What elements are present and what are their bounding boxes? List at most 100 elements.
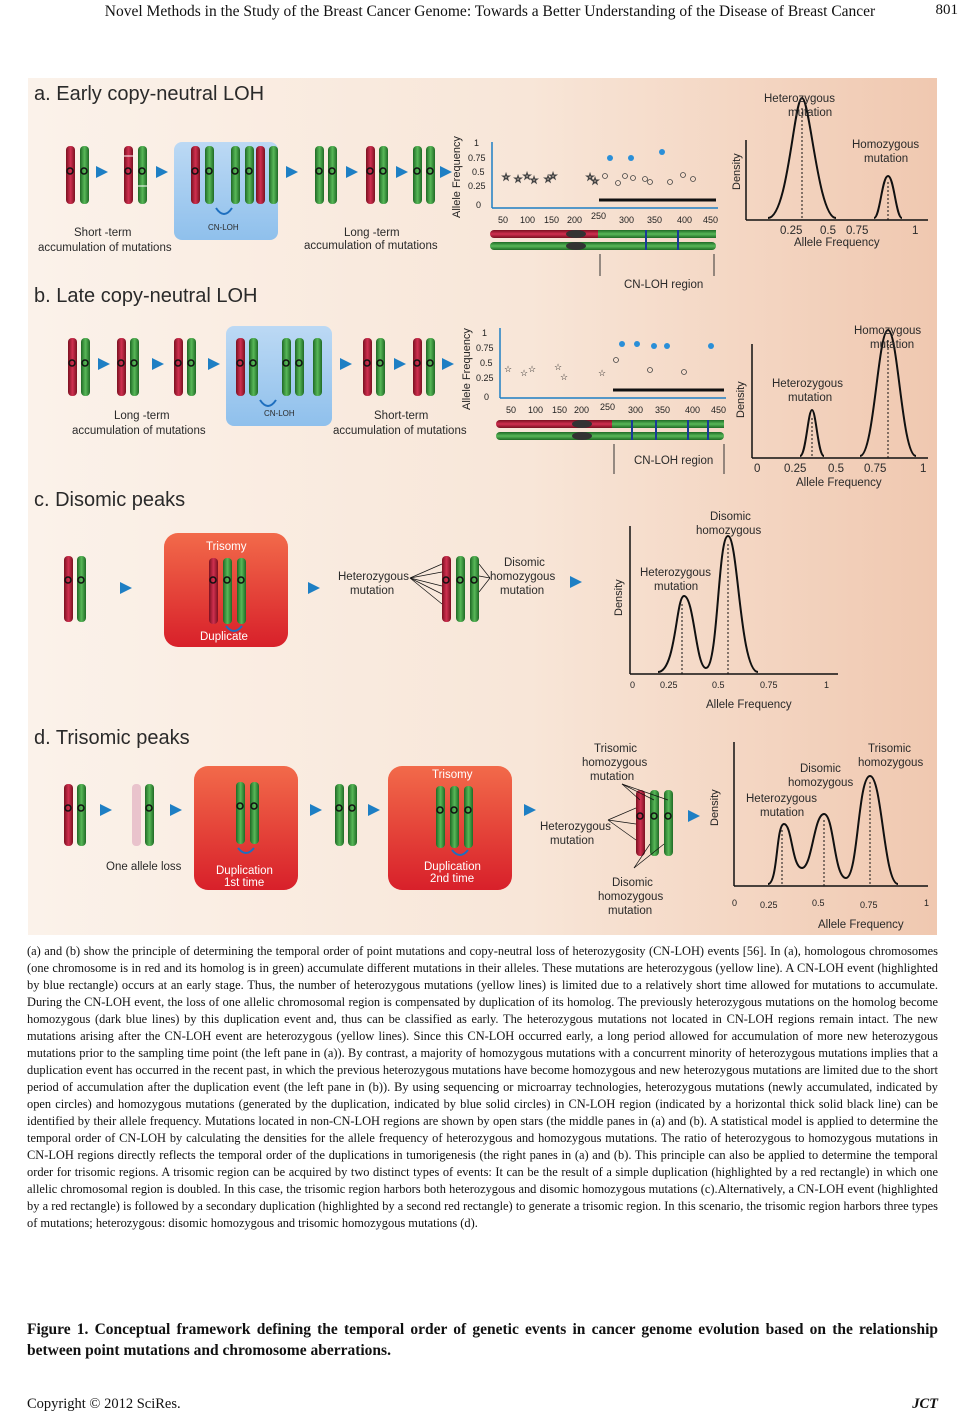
panel-d-peak-het-2: mutation bbox=[760, 807, 804, 819]
panel-c-arrow-1 bbox=[308, 582, 320, 594]
panel-a-cnloh-label: CN-LOH bbox=[208, 223, 239, 232]
svg-text:350: 350 bbox=[655, 405, 670, 415]
svg-text:0.5: 0.5 bbox=[828, 463, 844, 475]
svg-text:1: 1 bbox=[920, 463, 926, 475]
panel-b-arrows bbox=[98, 358, 454, 370]
panel-c-het-2: mutation bbox=[350, 585, 394, 597]
panel-b-short-label-1: Short-term bbox=[374, 410, 428, 422]
panel-d-dup2-2: 2nd time bbox=[430, 873, 474, 885]
panel-b-later-chromosomes bbox=[363, 338, 435, 396]
panel-a-genome-bars bbox=[490, 230, 716, 276]
panel-d-peak-dis-2: homozygous bbox=[788, 777, 853, 789]
panel-b-long-label-2: accumulation of mutations bbox=[72, 425, 206, 437]
svg-text:0.75: 0.75 bbox=[864, 463, 886, 475]
svg-text:450: 450 bbox=[711, 405, 726, 415]
panel-c-trisomy-chromosomes bbox=[209, 558, 246, 632]
panel-d-dis-3: mutation bbox=[608, 905, 652, 917]
panel-b-long-label-1: Long -term bbox=[114, 410, 170, 422]
svg-text:0: 0 bbox=[484, 392, 489, 402]
svg-text:☆: ☆ bbox=[520, 368, 528, 378]
panel-d-arrow-4 bbox=[524, 804, 536, 816]
svg-text:0: 0 bbox=[476, 200, 481, 210]
svg-text:0.75: 0.75 bbox=[476, 343, 494, 353]
panel-c-peak-dis-1: Disomic bbox=[710, 511, 751, 523]
panel-d-tri-2: homozygous bbox=[582, 757, 647, 769]
panel-b-short-label-2: accumulation of mutations bbox=[333, 425, 467, 437]
panel-d-tri-1: Trisomic bbox=[594, 743, 637, 755]
panel-a-hom-2: mutation bbox=[864, 153, 908, 165]
panel-c-chromosomes bbox=[64, 556, 132, 622]
panel-d-arrow-2 bbox=[310, 804, 322, 816]
svg-text:0.25: 0.25 bbox=[660, 680, 678, 690]
svg-text:0.75: 0.75 bbox=[846, 225, 868, 237]
journal-abbrev: JCT bbox=[912, 1396, 938, 1412]
panel-a-arrows bbox=[96, 166, 452, 178]
svg-text:150: 150 bbox=[552, 405, 567, 415]
svg-text:0.5: 0.5 bbox=[480, 358, 493, 368]
svg-text:0.5: 0.5 bbox=[820, 225, 836, 237]
svg-text:☆: ☆ bbox=[544, 174, 552, 184]
svg-text:☆: ☆ bbox=[586, 172, 594, 182]
panel-a-short-label-2: accumulation of mutations bbox=[38, 242, 172, 254]
panel-d-dis-2: homozygous bbox=[598, 891, 663, 903]
svg-text:☆: ☆ bbox=[530, 175, 538, 185]
svg-text:300: 300 bbox=[628, 405, 643, 415]
svg-text:1: 1 bbox=[824, 680, 829, 690]
panel-b-density-ylabel: Density bbox=[735, 381, 747, 418]
svg-text:☆: ☆ bbox=[528, 364, 536, 374]
svg-text:1: 1 bbox=[474, 138, 479, 148]
svg-text:0.75: 0.75 bbox=[468, 153, 486, 163]
panel-d-title: d. Trisomic peaks bbox=[34, 727, 190, 749]
panel-b-het-2: mutation bbox=[788, 392, 832, 404]
panel-b-hom-2: mutation bbox=[870, 339, 914, 351]
svg-text:450: 450 bbox=[703, 215, 718, 225]
panel-b-cnloh-chromosomes bbox=[236, 338, 322, 407]
svg-text:1: 1 bbox=[482, 328, 487, 338]
panel-c-arrow-2 bbox=[570, 576, 582, 588]
svg-text:0.25: 0.25 bbox=[468, 181, 486, 191]
panel-b-chromosomes bbox=[68, 338, 196, 396]
page-number: 801 bbox=[935, 2, 959, 18]
panel-a-het-1: Heterozygous bbox=[764, 93, 835, 105]
panel-d-mid-chromosomes bbox=[335, 784, 357, 846]
panel-d-dup2-chromosomes bbox=[436, 786, 473, 856]
panel-b-region-label: CN-LOH region bbox=[634, 455, 713, 467]
panel-d-dup1-1: Duplication bbox=[216, 865, 273, 877]
svg-text:100: 100 bbox=[520, 215, 535, 225]
svg-text:☆: ☆ bbox=[598, 368, 606, 378]
svg-text:0.5: 0.5 bbox=[472, 167, 485, 177]
panel-d-arrow-5 bbox=[688, 810, 700, 822]
panel-d-arrow-3 bbox=[368, 804, 380, 816]
panel-c-result-chromosomes bbox=[409, 556, 491, 622]
svg-text:0: 0 bbox=[630, 680, 635, 690]
panel-d-dup1-2: 1st time bbox=[224, 877, 264, 889]
panel-d-density-xlabel: Allele Frequency bbox=[818, 919, 904, 931]
panel-d-chromosomes bbox=[64, 784, 182, 846]
panel-b-scatter-ylabel: Allele Frequency bbox=[461, 328, 473, 410]
panel-c-het-1: Heterozygous bbox=[338, 571, 409, 583]
panel-a-later-chromosomes bbox=[256, 146, 435, 204]
svg-text:0.25: 0.25 bbox=[760, 900, 778, 910]
svg-text:250: 250 bbox=[600, 402, 615, 412]
panel-b-title: b. Late copy-neutral LOH bbox=[34, 285, 257, 307]
figure-title: Figure 1. Conceptual framework defining … bbox=[27, 1321, 938, 1359]
panel-c-title: c. Disomic peaks bbox=[34, 489, 185, 511]
svg-text:0.25: 0.25 bbox=[780, 225, 802, 237]
panel-a-density-ylabel: Density bbox=[731, 153, 743, 190]
svg-text:☆: ☆ bbox=[549, 171, 557, 181]
svg-text:250: 250 bbox=[591, 211, 606, 221]
svg-text:☆: ☆ bbox=[514, 174, 522, 184]
svg-text:400: 400 bbox=[685, 405, 700, 415]
panel-c-peak-dis-2: homozygous bbox=[696, 525, 761, 537]
panel-a-long-label-2: accumulation of mutations bbox=[304, 240, 438, 252]
copyright: Copyright © 2012 SciRes. bbox=[27, 1396, 181, 1412]
panel-b-hom-1: Homozygous bbox=[854, 325, 921, 337]
panel-c-disomic-2: homozygous bbox=[490, 571, 555, 583]
panel-b-density-xlabel: Allele Frequency bbox=[796, 477, 882, 489]
svg-text:50: 50 bbox=[506, 405, 516, 415]
svg-text:50: 50 bbox=[498, 215, 508, 225]
figure-1: a. Early copy-neutral LOH CN-LOH Short -… bbox=[28, 78, 937, 935]
